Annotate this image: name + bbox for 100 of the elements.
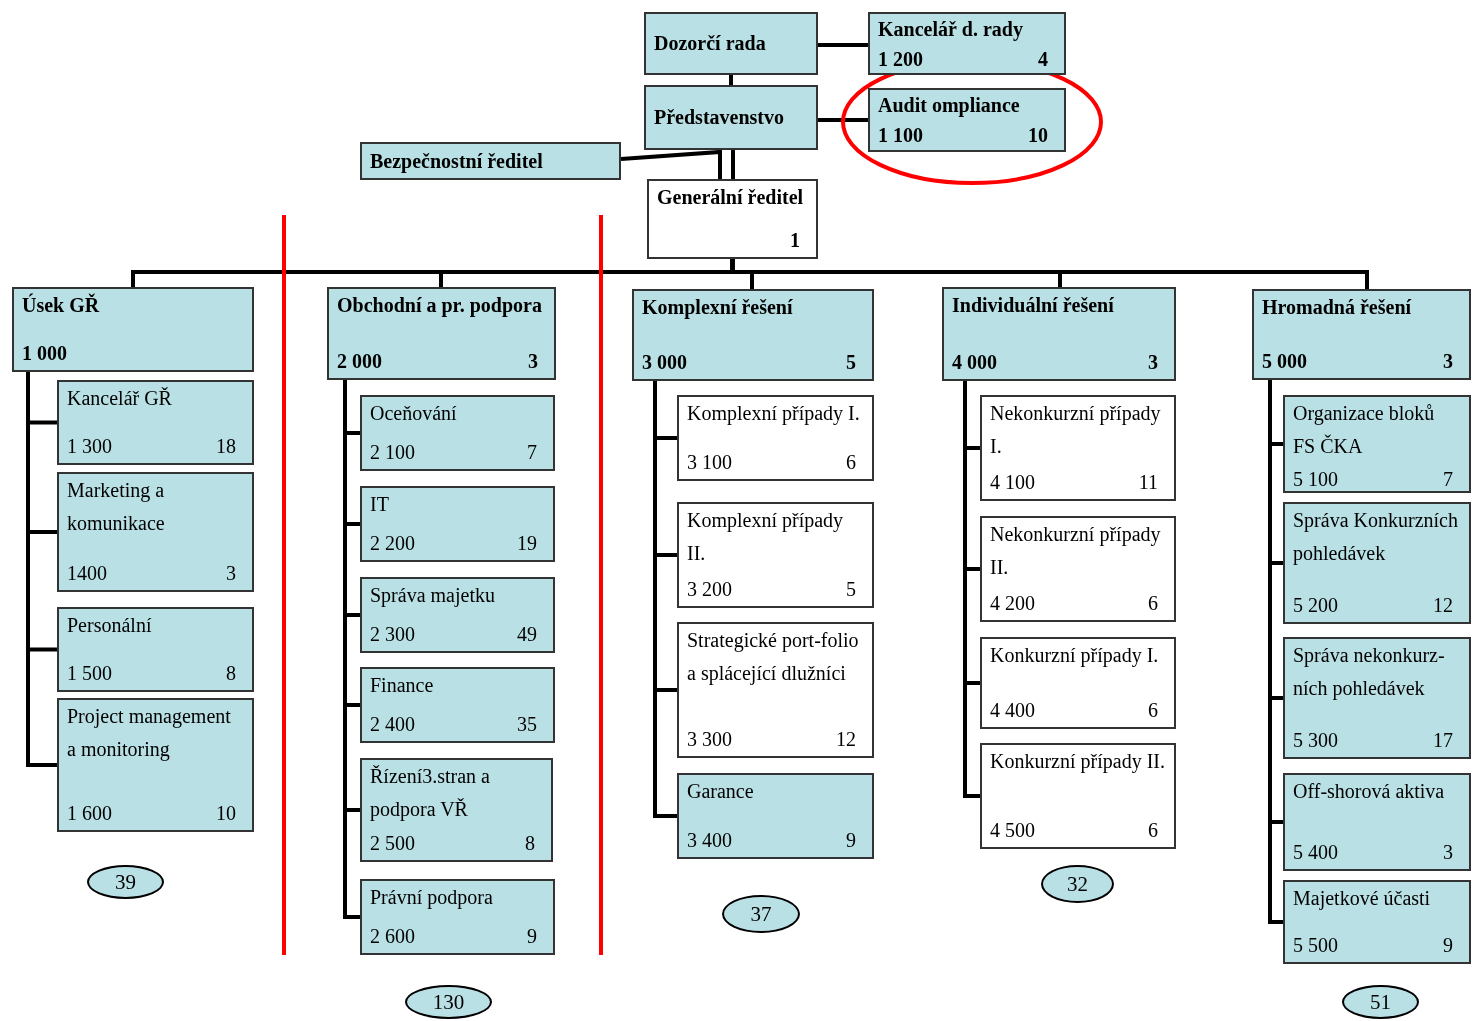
connector-line <box>653 381 677 818</box>
management-box <box>868 88 1066 152</box>
department-box <box>360 395 555 471</box>
unit-name: Hromadná řešení <box>1262 295 1413 320</box>
unit-code: 1 200 <box>878 47 923 72</box>
department-box <box>1283 773 1471 871</box>
unit-code: 5 200 <box>1293 593 1338 618</box>
unit-code: 5 300 <box>1293 728 1338 753</box>
unit-code: 5 000 <box>1262 349 1307 374</box>
department-box <box>980 743 1176 849</box>
staff-count: 3 <box>1443 840 1453 865</box>
unit-code: 3 200 <box>687 577 732 602</box>
staff-count: 6 <box>1148 591 1158 616</box>
unit-name: Personální <box>67 613 153 638</box>
staff-count: 49 <box>517 622 537 647</box>
total-count: 39 <box>115 871 136 893</box>
unit-name: Dozorčí rada <box>654 31 767 56</box>
department-box <box>677 622 874 758</box>
unit-code: 1 000 <box>22 341 67 366</box>
unit-code: 5 500 <box>1293 933 1338 958</box>
unit-name: Komplexní případy I. <box>687 401 861 427</box>
staff-count: 3 <box>226 561 236 586</box>
connector-line <box>1268 380 1283 924</box>
connector-line <box>730 259 1369 289</box>
department-box <box>647 179 818 259</box>
unit-code: 2 500 <box>370 831 415 856</box>
management-box <box>644 85 818 150</box>
division-box <box>632 289 874 381</box>
unit-code: 4 200 <box>990 591 1035 616</box>
department-box <box>360 667 555 743</box>
staff-count: 3 <box>1148 350 1158 375</box>
department-box <box>57 607 254 692</box>
staff-count: 19 <box>517 531 537 556</box>
staff-count: 4 <box>1038 47 1048 72</box>
staff-count: 11 <box>1138 470 1158 495</box>
unit-code: 1400 <box>67 561 107 586</box>
connector-line <box>343 380 360 919</box>
unit-name: Úsek GŘ <box>22 292 101 318</box>
department-box <box>677 502 874 608</box>
connector-line <box>26 372 57 767</box>
unit-code: 4 500 <box>990 818 1035 843</box>
staff-count: 8 <box>226 661 236 686</box>
unit-code: 3 100 <box>687 450 732 475</box>
unit-name: Představenstvo <box>654 105 785 130</box>
staff-count: 9 <box>527 924 537 949</box>
unit-name: Nekonkurzní případy II. <box>990 522 1162 580</box>
unit-name: Finance <box>370 673 435 698</box>
staff-count: 10 <box>1028 123 1048 148</box>
connector-line <box>731 150 735 179</box>
department-box <box>360 879 555 955</box>
unit-name: Kancelář GŘ <box>67 386 173 411</box>
department-box <box>980 637 1176 729</box>
total-count: 32 <box>1067 873 1088 895</box>
staff-count: 18 <box>216 434 236 459</box>
unit-name: Kancelář d. rady <box>878 17 1024 43</box>
unit-code: 1 100 <box>878 123 923 148</box>
staff-count: 5 <box>846 577 856 602</box>
unit-code: 2 100 <box>370 440 415 465</box>
department-box <box>1283 502 1471 624</box>
unit-name: IT <box>370 492 390 517</box>
staff-count: 35 <box>517 712 537 737</box>
unit-name: Správa nekonkurz-ních pohledávek <box>1293 643 1446 702</box>
staff-count: 6 <box>846 450 856 475</box>
unit-name: Komplexní řešení <box>642 295 794 321</box>
unit-name: Garance <box>687 779 755 804</box>
division-box <box>942 287 1176 381</box>
unit-name: Konkurzní případy II. <box>990 749 1166 775</box>
connector-line <box>818 43 868 47</box>
unit-code: 4 000 <box>952 350 997 375</box>
staff-count: 10 <box>216 801 236 826</box>
unit-code: 3 300 <box>687 727 732 752</box>
unit-code: 1 600 <box>67 801 112 826</box>
staff-count: 9 <box>846 828 856 853</box>
department-box <box>1283 880 1471 964</box>
unit-code: 2 200 <box>370 531 415 556</box>
unit-name: Řízení3.stran a podpora VŘ <box>370 764 491 823</box>
total-count: 37 <box>750 903 772 925</box>
unit-code: 1 500 <box>67 661 112 686</box>
unit-name: Nekonkurzní případy I. <box>990 401 1162 459</box>
staff-count: 6 <box>1148 818 1158 843</box>
staff-count: 7 <box>527 440 537 465</box>
unit-name: Strategické port-folio a splácející dlužníci <box>687 628 860 687</box>
management-box <box>868 12 1066 75</box>
department-box <box>677 773 874 859</box>
unit-name: Project management a monitoring <box>67 704 232 763</box>
connector-line <box>963 381 980 798</box>
department-box <box>360 577 555 653</box>
unit-name: Komplexní případy II. <box>687 508 845 566</box>
unit-name: Správa Konkurzních pohledávek <box>1293 508 1459 567</box>
staff-count: 6 <box>1148 698 1158 723</box>
department-box <box>360 486 555 562</box>
department-box <box>980 395 1176 501</box>
staff-count: 12 <box>836 727 856 752</box>
total-count: 51 <box>1370 991 1391 1013</box>
unit-name: Právní podpora <box>370 885 494 911</box>
total-count: 130 <box>432 991 465 1013</box>
unit-code: 1 300 <box>67 434 112 459</box>
management-box <box>360 142 621 180</box>
staff-count: 7 <box>1443 467 1453 492</box>
unit-name: Individuální řešení <box>952 293 1115 318</box>
